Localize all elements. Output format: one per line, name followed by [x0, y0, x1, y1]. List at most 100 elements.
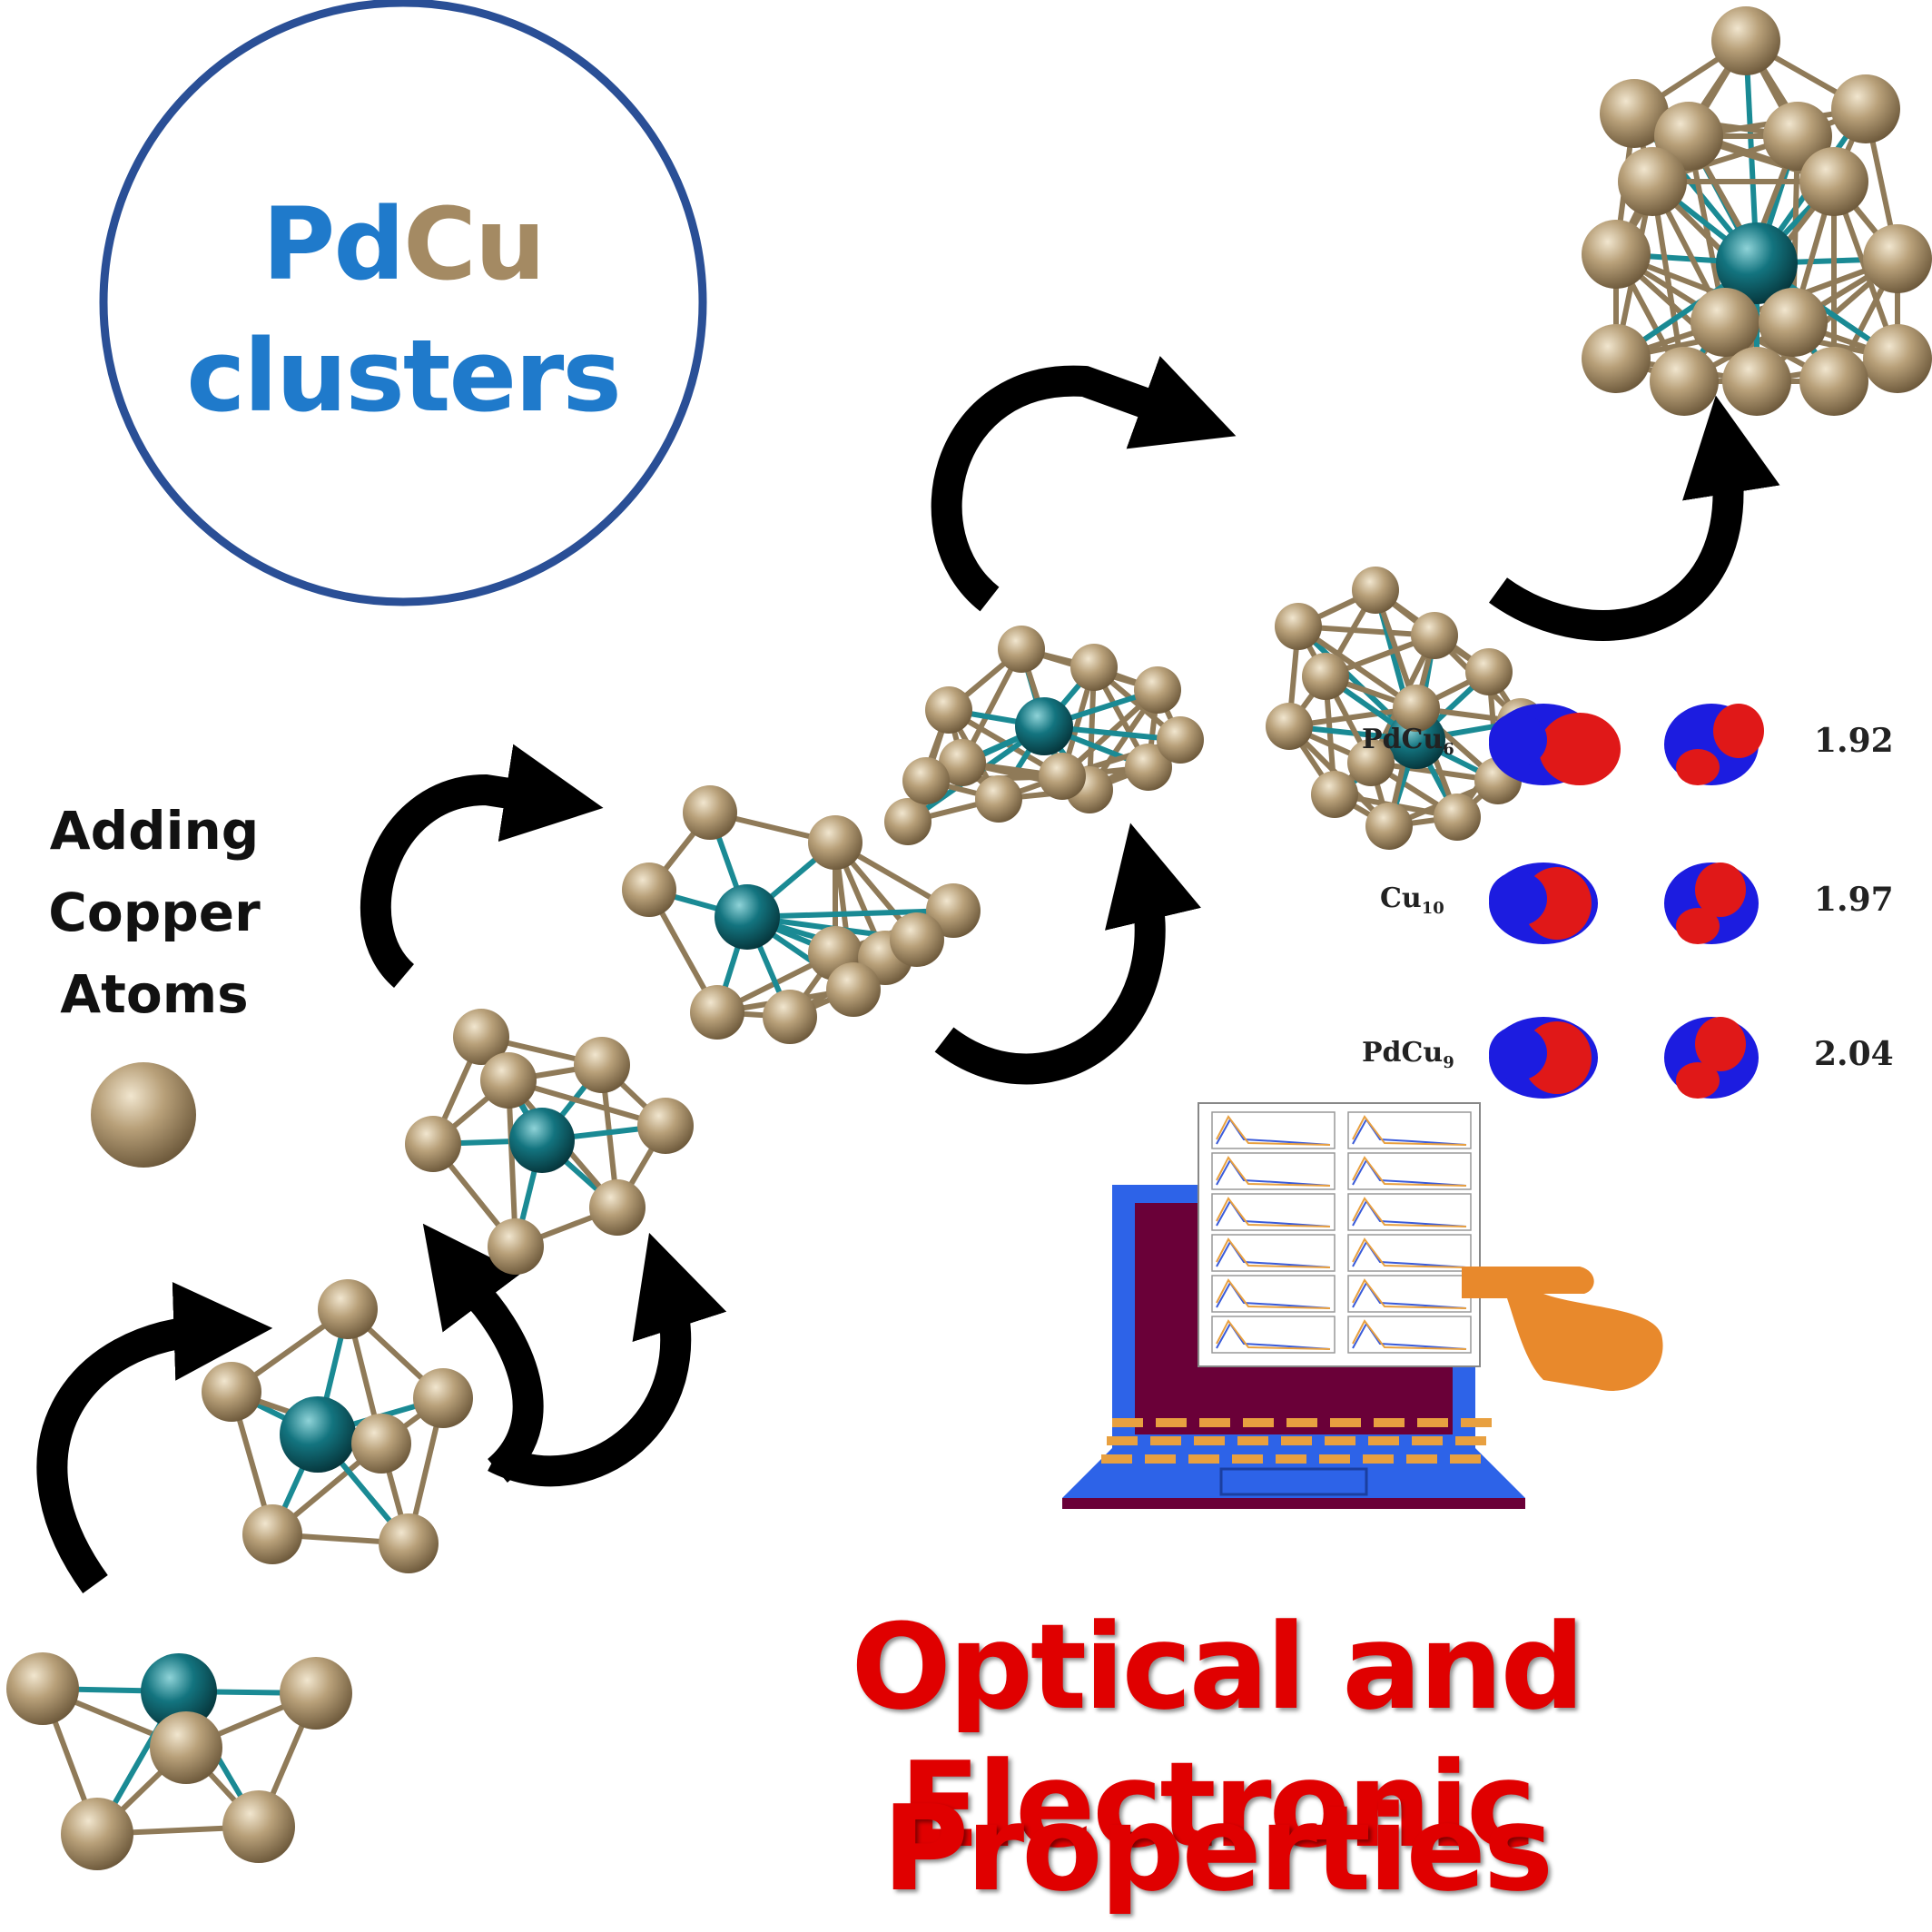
laptop-touchpad: [1219, 1467, 1368, 1496]
copper-atom: [690, 985, 744, 1040]
copper-atom: [1365, 803, 1413, 850]
copper-atom: [1393, 685, 1440, 732]
copper-atom: [637, 1098, 694, 1154]
spectrum-panel: [1211, 1111, 1336, 1149]
copper-atom: [1311, 771, 1358, 818]
spectra-sheet: [1198, 1102, 1481, 1367]
lumo-lobe-red: [1676, 1062, 1720, 1099]
copper-atom: [405, 1116, 461, 1172]
keyboard-key: [1286, 1418, 1317, 1427]
copper-atom: [453, 1009, 509, 1065]
spectrum-line: [1352, 1281, 1467, 1309]
copper-atom: [1722, 347, 1791, 416]
bottom-title-line-2: Properties: [882, 1779, 1553, 1917]
palladium-atom: [1015, 697, 1073, 755]
spectrum-line: [1216, 1158, 1331, 1187]
copper-atom: [902, 757, 950, 804]
spectrum-panel: [1347, 1193, 1472, 1231]
copper-atom: [1039, 753, 1086, 800]
keyboard-key: [1107, 1436, 1138, 1445]
orbital-value: 2.04: [1814, 1035, 1894, 1073]
keyboard-key: [1461, 1418, 1492, 1427]
copper-atom: [1831, 74, 1900, 143]
keyboard-key: [1188, 1454, 1219, 1464]
keyboard-key: [1406, 1454, 1437, 1464]
keyboard-key: [1450, 1454, 1481, 1464]
keyboard-key: [1150, 1436, 1181, 1445]
spectrum-line: [1216, 1199, 1331, 1227]
spectrum-panel: [1211, 1316, 1336, 1354]
copper-atom: [1582, 220, 1651, 289]
hand-shape: [1462, 1267, 1663, 1391]
adding-line-1: Adding: [49, 800, 260, 862]
copper-atom: [1302, 653, 1349, 700]
spectrum-panel: [1347, 1316, 1472, 1354]
palladium-atom: [1716, 222, 1798, 304]
cluster-pdcu9: [622, 785, 981, 1044]
title-clusters: clusters: [186, 318, 622, 434]
spectrum-line: [1352, 1118, 1467, 1146]
keyboard-key: [1145, 1454, 1176, 1464]
copper-atom: [589, 1179, 646, 1236]
keyboard-key: [1417, 1418, 1448, 1427]
spectrum-panel: [1211, 1275, 1336, 1313]
copper-atom: [1863, 224, 1932, 293]
spectrum-line: [1216, 1278, 1331, 1309]
curved-arrow-icon: [1489, 395, 1780, 641]
lumo-lobe-red: [1713, 704, 1764, 758]
spectrum-panel: [1347, 1111, 1472, 1149]
spectrum-line: [1352, 1240, 1467, 1268]
spectrum-panel: [1347, 1234, 1472, 1272]
keyboard-key: [1156, 1418, 1187, 1427]
lumo-lobe-red: [1695, 1017, 1746, 1071]
orbital-pair: [1489, 862, 1759, 944]
curved-arrow-icon: [360, 744, 604, 988]
copper-atom: [1465, 648, 1513, 695]
spectrum-line: [1216, 1281, 1331, 1309]
spectrum-panel: [1211, 1234, 1336, 1272]
keyboard-key: [1243, 1418, 1274, 1427]
copper-atom: [1863, 324, 1932, 393]
spectrum-line: [1216, 1156, 1331, 1187]
copper-atom: [926, 883, 981, 938]
copper-atom: [826, 962, 881, 1017]
homo-lobe-blue: [1489, 1026, 1547, 1080]
copper-atom: [1125, 744, 1172, 791]
spectrum-line: [1216, 1322, 1331, 1350]
copper-atom: [480, 1052, 537, 1109]
palladium-atom: [141, 1653, 217, 1730]
cluster-pdcu12: [1266, 567, 1544, 850]
spectrum-line: [1352, 1158, 1467, 1187]
copper-atom: [1157, 716, 1204, 764]
spectrum-line: [1352, 1322, 1467, 1350]
copper-atom: [975, 775, 1022, 823]
copper-atom: [1352, 567, 1399, 614]
cluster-pdcu16: [1582, 6, 1932, 416]
homo-lobe-blue: [1489, 713, 1547, 767]
keyboard-key: [1455, 1436, 1486, 1445]
spectrum-line: [1352, 1199, 1467, 1227]
spectrum-line: [1216, 1240, 1331, 1268]
copper-atom: [939, 739, 986, 786]
copper-atom: [1347, 739, 1395, 786]
copper-atom: [1070, 644, 1118, 691]
homo-lobe-red: [1539, 713, 1621, 785]
keyboard-key: [1363, 1454, 1394, 1464]
keyboard-key: [1281, 1436, 1312, 1445]
copper-atom: [280, 1657, 352, 1730]
orbital-pair: [1489, 704, 1764, 785]
copper-atom: [1275, 603, 1322, 650]
title-formula: PdCu: [100, 186, 706, 302]
copper-atom: [622, 862, 676, 917]
orbital-value: 1.97: [1814, 881, 1894, 919]
copper-atom: [925, 686, 972, 734]
orbital-pair: [1489, 1017, 1759, 1099]
copper-atom: [1799, 147, 1868, 216]
copper-atom: [808, 815, 862, 870]
copper-atom: [1582, 324, 1651, 393]
copper-atom: [998, 626, 1045, 673]
keyboard-key: [1368, 1436, 1399, 1445]
orbital-value: 1.92: [1814, 722, 1894, 760]
curved-arrow-icon: [422, 1223, 544, 1484]
spectrum-panel: [1347, 1152, 1472, 1190]
